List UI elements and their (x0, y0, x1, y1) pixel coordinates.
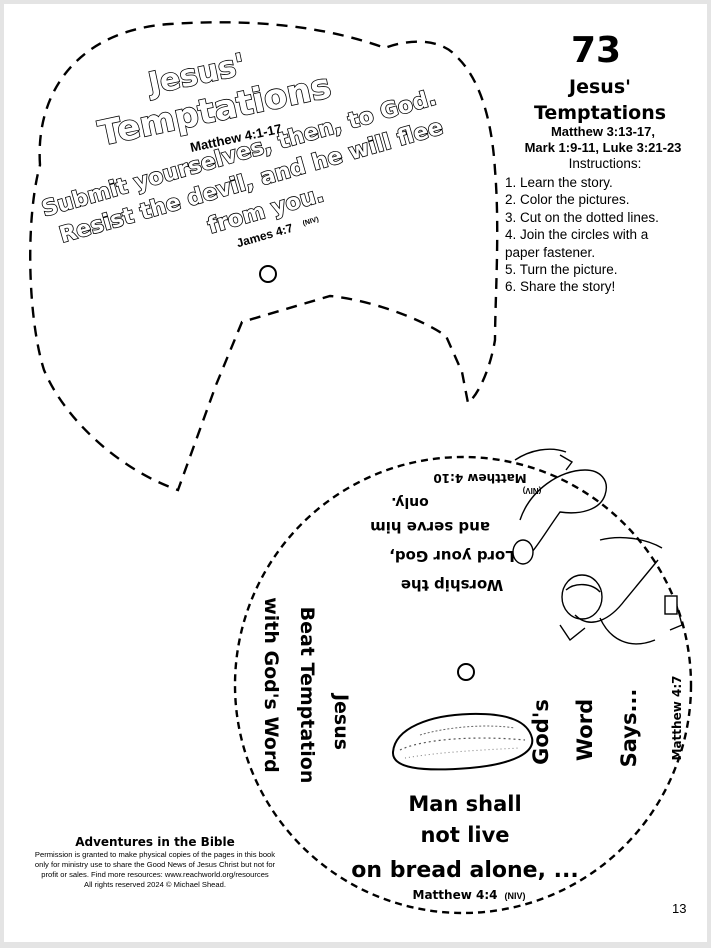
instruction-step: 5. Turn the picture. (505, 262, 618, 278)
bottom-wheel-cut-line (233, 455, 693, 915)
right-text-2: Word (573, 699, 597, 761)
bottom-text-version: (NIV) (505, 891, 526, 901)
lesson-title-line-2: Temptations (533, 102, 667, 124)
instruction-step: 3. Cut on the dotted lines. (505, 209, 659, 225)
lesson-title-line-1: Jesus' (569, 76, 631, 98)
bottom-text-2: not live (420, 823, 509, 847)
upside-line-4: only. (391, 494, 429, 510)
lesson-references: Matthew 3:13-17, Mark 1:9-11, Luke 3:21-… (503, 124, 703, 156)
permission-line: only for ministry use to share the Good … (34, 860, 276, 869)
upside-line-3: and serve him (370, 518, 490, 536)
bottom-text-3: on bread alone, ... (351, 858, 578, 883)
right-text-1: God's (529, 699, 553, 765)
instruction-step: paper fastener. (505, 244, 596, 260)
page-number: 13 (672, 901, 687, 916)
bottom-text-1: Man shall (408, 792, 521, 816)
lesson-number: 73 (570, 30, 622, 71)
permission-line: All rights reserved 2024 © Michael Shead… (84, 880, 226, 889)
left-text-2: Beat Temptation (296, 607, 318, 784)
temptation-figures-illustration (512, 448, 683, 645)
top-wheel-verse-version: (NIV) (302, 216, 320, 227)
lesson-references-line-1: Matthew 3:13-17, (550, 124, 656, 139)
top-fastener-hole (259, 265, 277, 283)
lesson-references-line-2: Mark 1:9-11, Luke 3:21-23 (524, 140, 682, 155)
instruction-step: 4. Join the circles with a (505, 227, 649, 243)
upside-ref: Matthew 4:10 (433, 471, 526, 485)
right-text-3: Says... (617, 689, 641, 768)
instruction-step: 1. Learn the story. (505, 175, 613, 190)
upside-line-2: Lord your God, (389, 547, 515, 565)
instruction-step: 2. Color the pictures. (505, 192, 630, 208)
right-text-ref: Matthew 4:7 (670, 676, 684, 761)
series-title: Adventures in the Bible (75, 835, 235, 849)
instructions-heading: Instructions: (568, 156, 642, 171)
left-text-1: Jesus (330, 692, 352, 750)
bottom-fastener-hole (457, 663, 475, 681)
upside-line-1: Worship the (401, 576, 503, 594)
bread-illustration (391, 712, 534, 771)
upside-version: (NIV) (522, 486, 541, 495)
bottom-text-ref: Matthew 4:4 (413, 888, 498, 902)
instructions-list: 1. Learn the story. 2. Color the picture… (505, 174, 705, 296)
permission-line: profit or sales. Find more resources: ww… (41, 870, 269, 879)
permission-notice: Permission is granted to make physical c… (20, 850, 290, 890)
instruction-step: 6. Share the story! (505, 279, 616, 295)
top-wheel-cut-line (29, 21, 499, 492)
lesson-title: Jesus' Temptations (520, 74, 680, 126)
permission-line: Permission is granted to make physical c… (34, 850, 276, 859)
left-text-3: with God's Word (260, 597, 282, 773)
